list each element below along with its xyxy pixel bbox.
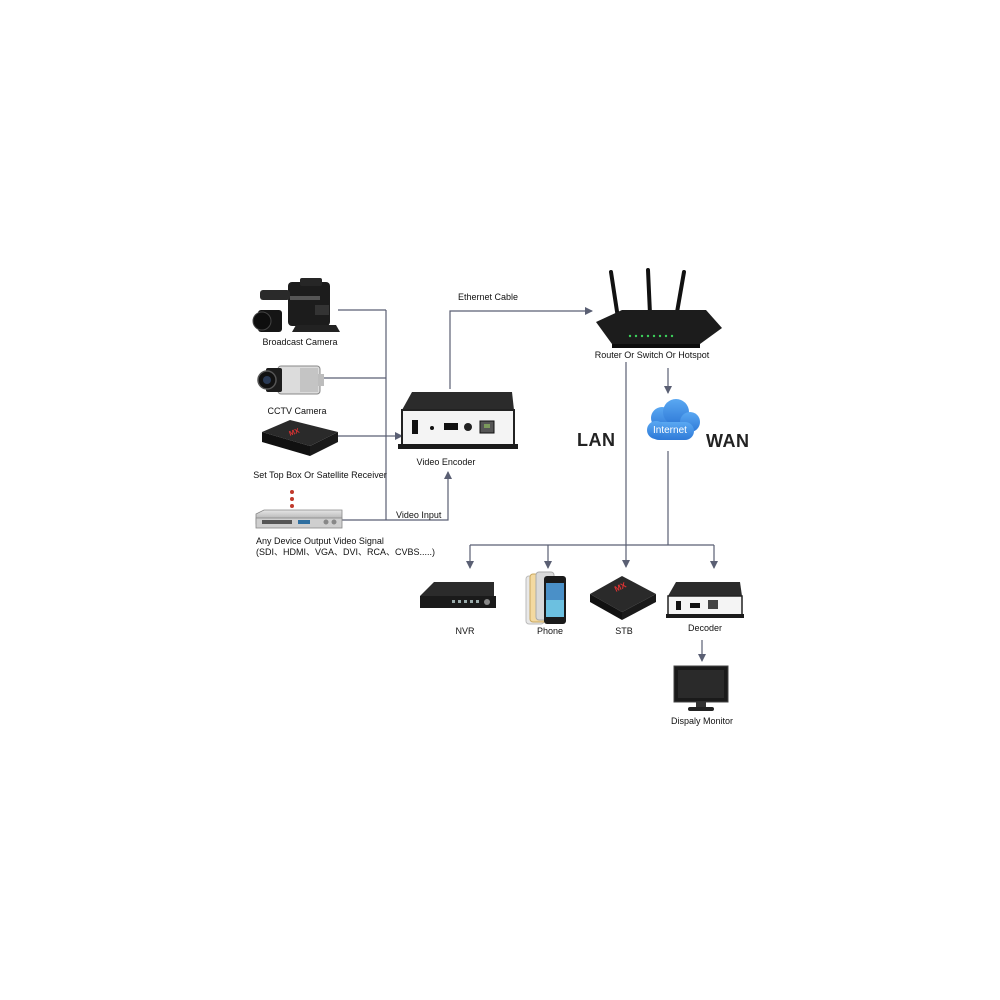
- any-device-label: Any Device Output Video Signal (SDI、HDMI…: [256, 536, 435, 558]
- set-top-box-icon: MX: [262, 420, 338, 456]
- ethernet-cable-label: Ethernet Cable: [458, 292, 519, 302]
- cctv-camera-icon: [257, 365, 324, 395]
- nvr-label: NVR: [455, 626, 475, 636]
- wan-label: WAN: [706, 431, 750, 451]
- decoder-label: Decoder: [687, 623, 723, 633]
- lan-label: LAN: [577, 430, 616, 450]
- dvd-player-icon: [255, 509, 343, 529]
- ethernet-cable-line: [449, 307, 593, 389]
- set-top-box-label: Set Top Box Or Satellite Receiver: [253, 470, 387, 480]
- connector-lines: [318, 307, 718, 662]
- video-input-label: Video Input: [396, 510, 442, 520]
- internet-label: Internet: [653, 425, 687, 436]
- phone-label: Phone: [536, 626, 564, 636]
- video-encoder-label: Video Encoder: [416, 457, 476, 467]
- nvr-icon: [420, 582, 496, 608]
- monitor-label: Dispaly Monitor: [670, 716, 734, 726]
- svg-text:MX: MX: [288, 428, 301, 438]
- video-input-line: [342, 471, 452, 521]
- monitor-icon: [673, 665, 729, 711]
- stb-label: STB: [615, 626, 633, 636]
- cctv-camera-label: CCTV Camera: [267, 406, 327, 416]
- broadcast-camera-label: Broadcast Camera: [262, 337, 338, 347]
- any-device-label-line1: Any Device Output Video Signal: [256, 536, 384, 546]
- video-encoder-icon: [398, 392, 518, 449]
- phone-icon: [525, 571, 566, 625]
- internet-cloud-icon: [647, 399, 700, 440]
- decoder-icon: [666, 582, 744, 618]
- router-icon: [596, 268, 722, 348]
- broadcast-camera-icon: [252, 278, 340, 332]
- any-device-label-line2: (SDI、HDMI、VGA、DVI、RCA、CVBS.....): [256, 547, 436, 557]
- router-label: Router Or Switch Or Hotspot: [594, 350, 710, 360]
- more-devices-dots: [290, 490, 294, 508]
- stb-icon: MX: [590, 576, 656, 620]
